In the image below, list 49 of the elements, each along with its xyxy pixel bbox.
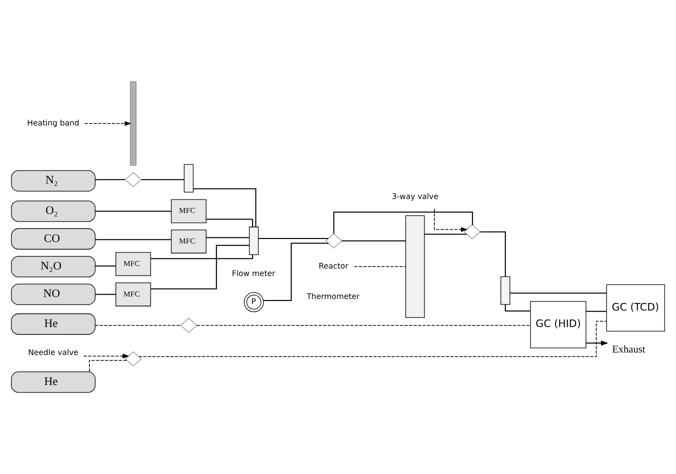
connector bbox=[586, 310, 606, 312]
node-box bbox=[249, 226, 259, 256]
connector bbox=[258, 238, 328, 240]
node-bar bbox=[130, 81, 136, 166]
connector bbox=[354, 266, 406, 268]
node-box: N₂O bbox=[11, 256, 96, 278]
connector bbox=[510, 292, 606, 294]
arrow bbox=[83, 354, 130, 358]
connector bbox=[193, 188, 256, 227]
connector bbox=[95, 294, 116, 295]
arrow bbox=[84, 121, 132, 126]
connector bbox=[206, 218, 254, 227]
node-box: NO bbox=[11, 284, 96, 306]
node-box: CO bbox=[11, 228, 96, 250]
node-box: GC (TCD) bbox=[606, 284, 665, 332]
node-box: GC (HID) bbox=[530, 301, 586, 348]
connector bbox=[206, 237, 250, 238]
arrow bbox=[434, 208, 468, 232]
connector bbox=[480, 231, 506, 277]
node-box: N₂ bbox=[11, 170, 96, 192]
connector bbox=[94, 324, 181, 326]
connector bbox=[141, 179, 184, 180]
node-valve bbox=[325, 233, 342, 248]
node-box bbox=[184, 164, 194, 192]
connector bbox=[95, 266, 116, 267]
node-box bbox=[500, 276, 510, 305]
connector bbox=[342, 240, 406, 242]
connector bbox=[138, 320, 607, 358]
node-text: Exhaust bbox=[612, 344, 646, 356]
node-valve bbox=[464, 224, 481, 240]
connector bbox=[424, 234, 467, 235]
connector bbox=[333, 212, 473, 234]
connector bbox=[263, 242, 328, 302]
connector bbox=[89, 360, 128, 372]
node-cylinder bbox=[405, 215, 425, 318]
connector bbox=[504, 304, 530, 312]
node-valve bbox=[180, 318, 198, 333]
connector bbox=[196, 324, 531, 326]
node-valve bbox=[124, 351, 142, 366]
connector bbox=[150, 244, 250, 290]
node-box: He bbox=[11, 313, 96, 335]
node-box: O₂ bbox=[11, 200, 96, 222]
node-valve bbox=[124, 172, 142, 188]
arrow bbox=[586, 340, 608, 346]
node-box: He bbox=[11, 371, 96, 393]
connector bbox=[95, 239, 172, 240]
connector bbox=[150, 254, 254, 260]
connector bbox=[95, 179, 125, 180]
connector bbox=[95, 210, 172, 212]
